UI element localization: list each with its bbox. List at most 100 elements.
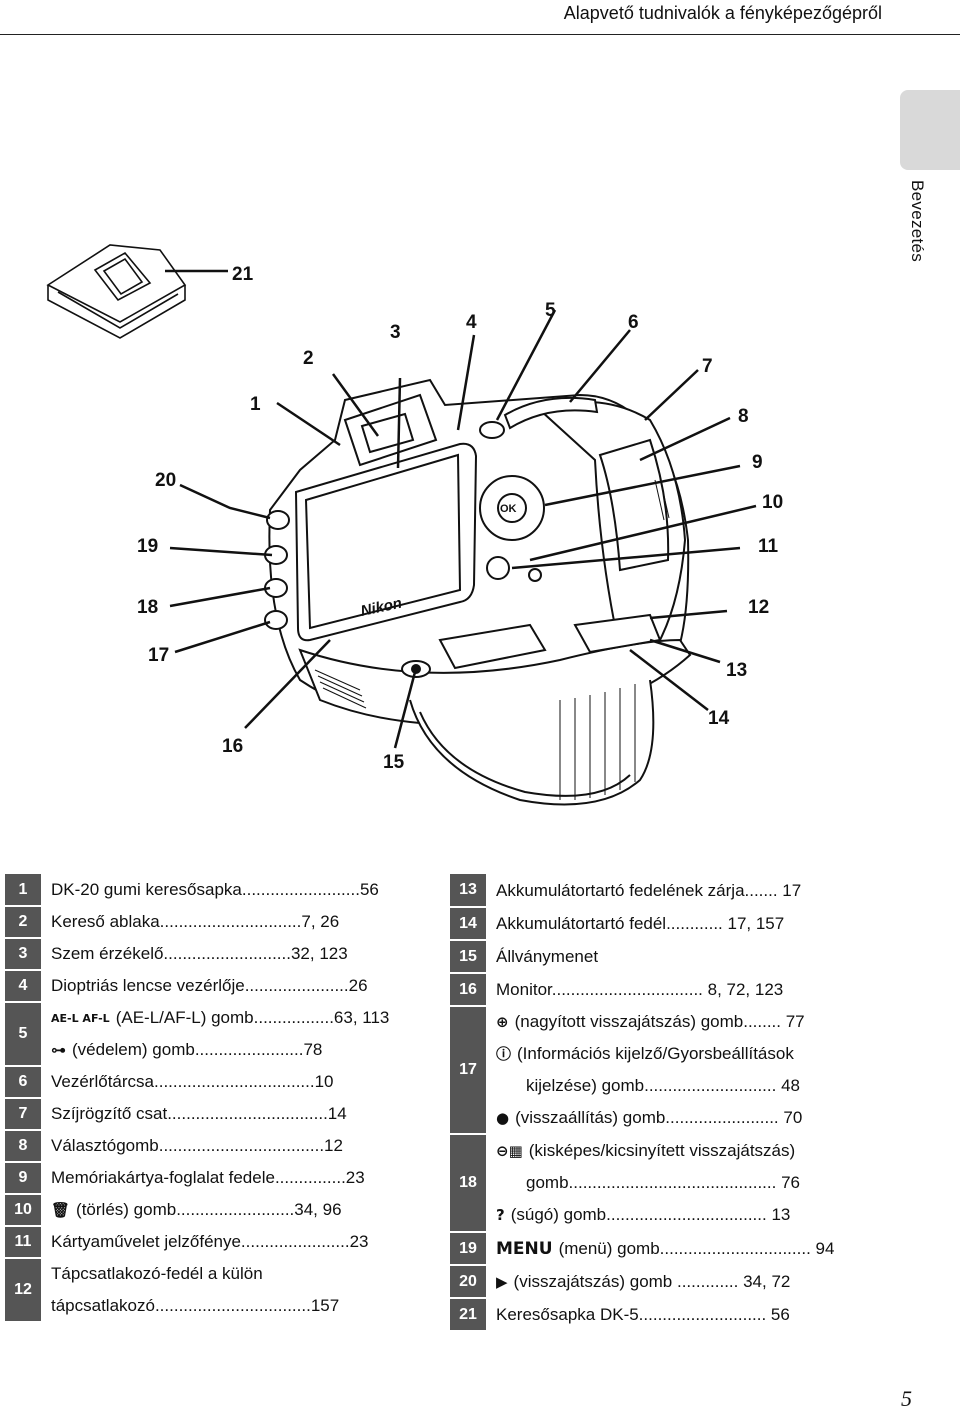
legend-text: (Információs kijelző/Gyorsbeállítások [517,1044,794,1063]
legend-number: 18 [450,1134,486,1233]
key-icon: ⊶ [51,1041,66,1059]
legend-text: (AE-L/AF-L) gomb.................63, 113 [115,1008,390,1027]
legend-row: 9 Memóriakártya-foglalat fedele..........… [5,1162,389,1195]
legend-text: Szíjrögzítő csat........................… [51,1104,347,1123]
legend-number: 3 [5,938,41,971]
camera-body-drawing [264,378,692,806]
legend-number: 16 [450,973,486,1007]
legend-row: 17 ⊕ (nagyított visszajátszás) gomb......… [450,1006,834,1135]
callout-11: 11 [758,536,779,557]
legend-number: 17 [450,1006,486,1135]
play-icon: ▶ [496,1272,508,1291]
legend-text: Kereső ablaka...........................… [51,912,340,931]
legend-number: 1 [5,874,41,907]
legend-text: Állványmenet [496,946,599,966]
callout-18: 18 [137,597,159,618]
legend-text: (visszajátszás) gomb ............. 34, 7… [513,1271,791,1291]
legend-text: kijelzése) gomb.........................… [526,1076,800,1095]
callout-19: 19 [137,536,159,557]
legend-text: Vezérlőtárcsa...........................… [51,1072,334,1091]
legend-text: (visszaállítás) gomb....................… [515,1108,803,1127]
legend-text: Memóriakártya-foglalat fedele...........… [51,1168,365,1187]
legend-row: 21 Keresősapka DK-5......................… [450,1298,834,1332]
callout-1: 1 [250,394,261,415]
legend-row: 4 Dioptriás lencse vezérlője.............… [5,970,389,1003]
legend-row: 2 Kereső ablaka..........................… [5,906,389,939]
callout-12: 12 [748,597,770,618]
ok-label: OK [500,503,517,515]
legend-row: 14 Akkumulátortartó fedél............ 17,… [450,907,834,941]
menu-icon: MENU [496,1238,553,1259]
legend-number: 20 [450,1265,486,1299]
leader-lines [165,269,757,749]
legend-text: Akkumulátortartó fedél............ 17, 1… [496,913,785,933]
legend-text: gomb....................................… [526,1173,800,1192]
section-tab-label: Bevezetés [908,180,927,263]
legend-row: 5 AE-L AF-L (AE-L/AF-L) gomb.............… [5,1002,390,1067]
legend-left: 1 DK-20 gumi keresősapka.................… [5,874,389,1323]
legend-text: Akkumulátortartó fedelének zárja....... … [496,880,802,900]
legend-number: 15 [450,940,486,974]
callout-17: 17 [148,645,170,666]
callout-8: 8 [738,406,749,427]
legend-text: Keresősapka DK-5........................… [496,1304,790,1324]
legend-row: 19 MENU(menü) gomb.......................… [450,1232,835,1266]
legend-row: 15 Állványmenet [450,940,834,974]
legend-text: Dioptriás lencse vezérlője..............… [51,976,368,995]
legend-text: Választógomb............................… [51,1136,343,1155]
trash-icon: 🗑 [51,1201,71,1219]
eyecup-drawing [46,244,187,339]
legend-number: 19 [450,1232,486,1266]
callout-10: 10 [762,492,784,513]
legend-number: 10 [5,1194,41,1227]
legend-text: Kártyaművelet jelzőfénye................… [51,1232,369,1251]
legend-number: 12 [5,1258,41,1323]
callout-2: 2 [303,348,314,369]
legend-text: Tápcsatlakozó-fedél a külön [51,1264,263,1283]
legend-number: 13 [450,874,486,908]
legend-row: 11 Kártyaművelet jelzőfénye..............… [5,1226,389,1259]
legend-text: tápcsatlakozó...........................… [51,1296,340,1315]
ae-l-af-l-icon: AE-L AF-L [51,1011,110,1025]
callout-21: 21 [232,264,254,285]
legend-row: 6 Vezérlőtárcsa..........................… [5,1066,389,1099]
dot-icon: ● [496,1109,510,1127]
zoom-in-icon: ⊕ [496,1013,509,1031]
legend-text: (nagyított visszajátszás) gomb........ 7… [514,1012,805,1031]
legend-number: 9 [5,1162,41,1195]
section-tab [900,90,960,170]
callout-3: 3 [390,322,401,343]
thumbnail-icon: ⊖▦ [496,1142,523,1160]
callout-9: 9 [752,452,763,473]
running-header: Alapvető tudnivalók a fényképezőgépről [563,3,882,23]
legend-number: 4 [5,970,41,1003]
legend-text: Monitor................................ … [496,979,784,999]
legend-text: (menü) gomb.............................… [558,1238,835,1258]
legend-number: 6 [5,1066,41,1099]
legend-text: (kisképes/kicsinyített visszajátszás) [528,1141,796,1160]
legend-number: 14 [450,907,486,941]
legend-row: 3 Szem érzékelő..........................… [5,938,389,971]
legend-row: 13 Akkumulátortartó fedelének zárja......… [450,874,834,908]
legend-text: (védelem) gomb.......................78 [72,1040,323,1059]
legend-row: 1 DK-20 gumi keresősapka.................… [5,874,389,907]
legend-number: 11 [5,1226,41,1259]
legend-row: 16 Monitor...............................… [450,973,834,1007]
legend-number: 21 [450,1298,486,1332]
legend-text: Szem érzékelő...........................… [51,944,348,963]
legend-text: DK-20 gumi keresősapka..................… [51,880,379,899]
camera-illustration: OK Nikon [46,244,757,806]
header-rule [0,34,960,35]
legend-number: 5 [5,1002,41,1067]
legend-row: 20 ▶ (visszajátszás) gomb ............. 34… [450,1265,834,1299]
page-number: 5 [901,1386,912,1411]
callout-7: 7 [702,356,713,377]
help-icon: ? [496,1206,505,1224]
callout-13: 13 [726,660,748,681]
callout-15: 15 [383,752,405,773]
info-icon: ⓘ [496,1045,512,1063]
legend-number: 2 [5,906,41,939]
legend-row: 12 Tápcsatlakozó-fedél a külön tápcsatla… [5,1258,389,1323]
legend-row: 18 ⊖▦ (kisképes/kicsinyített visszajátszá… [450,1134,834,1233]
